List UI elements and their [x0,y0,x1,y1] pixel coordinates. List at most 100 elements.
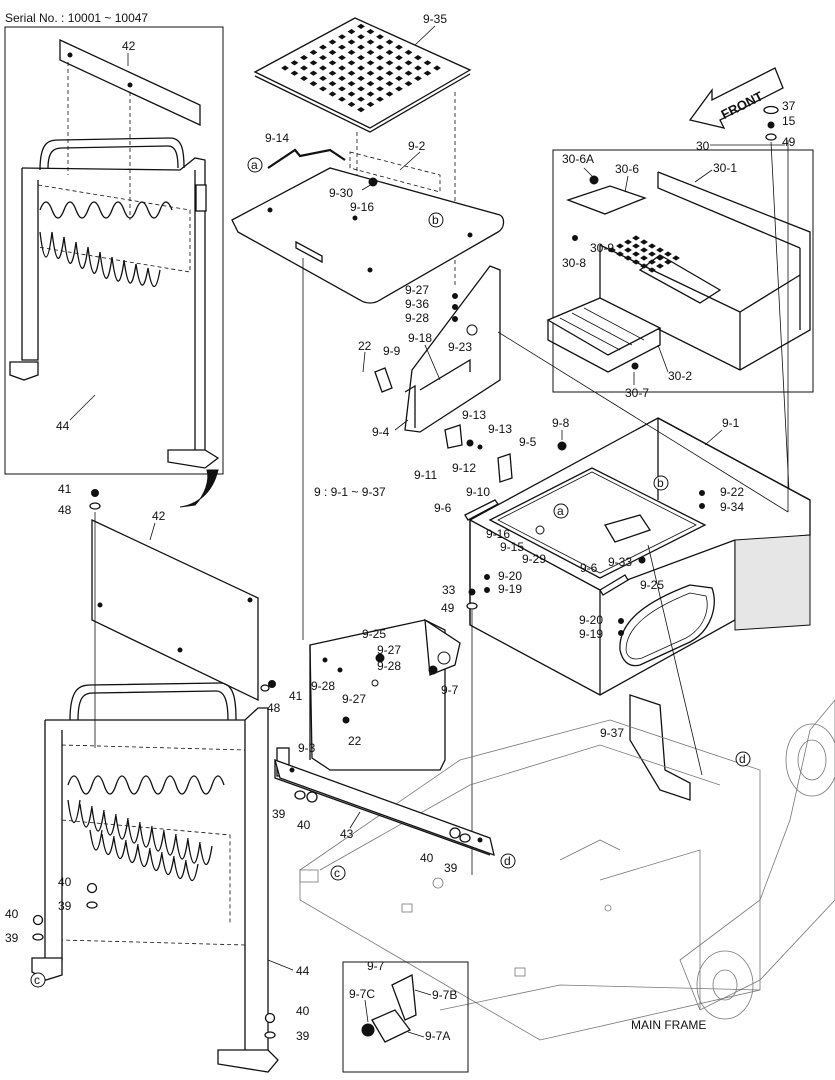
perforation-hole [366,70,375,76]
callout-d-bar: d [500,853,516,869]
perforation-hole [404,80,413,87]
perforation-hole [338,54,346,61]
svg-text:9-7B: 9-7B [432,988,457,1002]
perforation-hole [347,80,356,87]
seat-box-9-1: 9-1 9-8 9-22 9-34 [469,140,811,696]
svg-text:9-7: 9-7 [367,959,385,973]
perforation-hole [338,75,346,82]
perforation-hole [664,259,672,265]
serial-inset: Serial No. : 10001 ~ 10047 42 44 [4,11,224,475]
svg-text:42: 42 [152,509,166,523]
svg-text:15: 15 [782,114,796,128]
svg-text:9-11: 9-11 [414,468,437,482]
perforation-hole [338,34,346,40]
perforation-hole [338,44,346,50]
svg-text:44: 44 [56,419,70,433]
svg-text:9-1: 9-1 [722,416,740,430]
svg-text:9 : 9-1 ~ 9-37: 9 : 9-1 ~ 9-37 [314,485,386,499]
svg-text:b: b [657,476,664,490]
perforation-hole [414,75,422,82]
svg-text:40: 40 [58,875,72,889]
inset-9-7: 9-7 9-7C 9-7B 9-7A [342,959,469,1073]
svg-text:30-6: 30-6 [615,162,639,176]
perforation-hole [648,259,656,265]
perforation-hole [328,91,337,97]
perforation-hole [632,251,640,257]
perforation-hole [347,49,356,56]
svg-text:9-4: 9-4 [372,425,390,439]
perforation-hole [338,86,346,92]
perforation-hole [357,96,365,102]
svg-text:9-25: 9-25 [362,627,386,641]
svg-text:49: 49 [782,135,796,149]
perforation-hole [648,243,656,249]
svg-text:9-29: 9-29 [522,552,546,566]
perforation-hole [616,251,624,257]
svg-text:9-28: 9-28 [405,311,429,325]
svg-text:49: 49 [441,601,455,615]
svg-text:9-25: 9-25 [640,578,664,592]
svg-text:9-35: 9-35 [423,12,447,26]
perforation-hole [385,39,394,45]
perforation-hole [366,80,375,87]
svg-text:30-2: 30-2 [668,369,692,383]
svg-text:a: a [251,158,258,172]
svg-text:9-7: 9-7 [441,683,459,697]
perforation-hole [347,70,356,76]
perforation-hole [632,235,640,241]
perforation-hole [385,80,394,87]
svg-text:9-8: 9-8 [552,416,570,430]
callout-c-radiator: c [30,972,46,988]
perforation-hole [281,65,289,71]
svg-text:30-1: 30-1 [713,161,737,175]
perforation-hole [656,255,664,261]
perforation-hole [357,54,365,61]
svg-text:30-8: 30-8 [562,256,586,270]
lower-hardware: 40 39 40 39 40 39 [5,875,310,1043]
brackets-9-13-9-5: 9-13 9-13 9-5 9-11 9-12 9-10 9 : 9-1 ~ 9… [314,408,537,521]
perforation-hole [616,243,624,249]
perforation-hole [640,263,648,269]
perforation-hole [319,75,327,82]
perforation-hole [309,49,318,56]
perforation-hole [624,247,632,253]
svg-text:9-36: 9-36 [405,297,429,311]
perforation-hole [624,255,632,261]
svg-text:9-5: 9-5 [519,435,537,449]
svg-text:30: 30 [696,139,710,153]
toolbox-30: 30 30-1 30-6 30-6A 30-9 30-8 30-2 30-7 [546,139,814,400]
perforation-hole [656,247,664,253]
inner-parts: 9-16 9-15 9-29 9-33 9-6 9-25 9-20 9-19 3… [441,514,664,875]
svg-text:9-22: 9-22 [720,485,744,499]
side-panel-9-4: 9-18 9-23 9-4 9-27 9-36 9-28 9-9 22 [358,265,501,439]
callout-b-top: b [428,212,444,228]
svg-text:9-2: 9-2 [408,139,426,153]
perforation-hole [347,60,356,66]
perforation-hole [385,60,394,66]
svg-text:44: 44 [296,964,310,978]
svg-text:d: d [504,854,511,868]
perforation-hole [648,267,656,273]
perforation-hole [404,60,413,66]
perforation-hole [366,49,375,56]
perforation-hole [640,239,648,245]
perforation-hole [357,65,365,71]
svg-text:9-20: 9-20 [498,569,522,583]
perforation-hole [656,263,664,269]
svg-text:9-18: 9-18 [408,331,432,345]
main-frame: MAIN FRAME [299,699,835,1041]
svg-text:9-28: 9-28 [377,659,401,673]
perforation-hole [395,65,403,71]
svg-text:39: 39 [272,807,286,821]
perforation-hole [328,70,337,76]
svg-text:33: 33 [442,583,456,597]
perforation-hole [338,96,346,102]
svg-text:9-9: 9-9 [383,344,401,358]
perforation-hole [347,28,356,35]
perforation-hole [309,60,318,66]
svg-text:48: 48 [58,503,72,517]
svg-text:9-20: 9-20 [579,613,603,627]
perforation-hole [347,101,356,108]
front-panel-9-3: 9-25 9-27 9-28 9-28 9-27 9-7 22 9-3 [298,618,461,771]
svg-text:c: c [34,973,40,987]
